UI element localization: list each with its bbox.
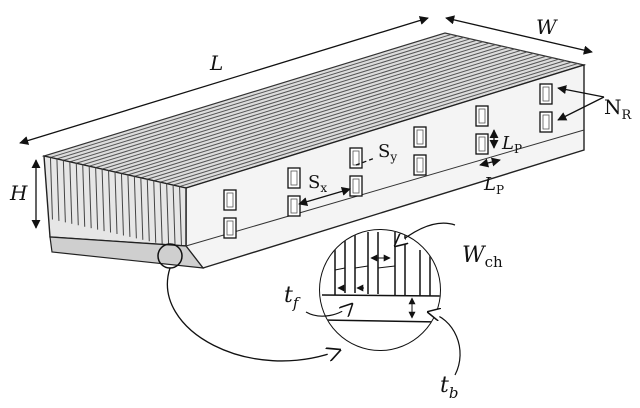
front-fin-edge bbox=[127, 174, 131, 237]
channel-slot-inner bbox=[542, 86, 550, 102]
front-fin-edge bbox=[120, 173, 124, 236]
label-tf-sub: f bbox=[292, 294, 301, 312]
W-arrow bbox=[445, 15, 593, 55]
channel-slot-inner bbox=[542, 114, 550, 130]
front-fin-edge bbox=[153, 180, 157, 243]
front-fin-edge bbox=[179, 186, 183, 249]
tb-pointer bbox=[428, 312, 461, 376]
label-Lp-h-sub: P bbox=[496, 183, 504, 197]
label-Lp-horizontal: LP bbox=[483, 174, 504, 197]
channel-slot-inner bbox=[352, 178, 360, 194]
label-N-main: N bbox=[604, 95, 622, 119]
front-fin-edge bbox=[88, 166, 92, 229]
label-Sx-main: S bbox=[308, 172, 320, 193]
label-N: NR bbox=[604, 95, 633, 123]
channel-slot-inner bbox=[416, 157, 424, 173]
magnified-channels bbox=[320, 230, 440, 350]
label-L: L bbox=[209, 51, 223, 75]
front-fin-edges bbox=[49, 157, 183, 249]
base-plate-edge bbox=[185, 129, 585, 247]
channel-slot-inner bbox=[478, 108, 486, 124]
NR-arrow-1 bbox=[557, 85, 605, 98]
label-Sy-main: S bbox=[378, 141, 390, 162]
front-fin-edge bbox=[114, 171, 118, 235]
front-fin-edge bbox=[82, 164, 86, 227]
label-Lp-v-main: L bbox=[501, 133, 514, 154]
front-fin-edge bbox=[108, 170, 112, 233]
detail-leader-arrow bbox=[167, 267, 340, 362]
label-tb: tb bbox=[440, 373, 458, 402]
L-arrow bbox=[19, 16, 429, 145]
label-H: H bbox=[9, 181, 28, 205]
front-fin-edge bbox=[146, 179, 150, 242]
front-fin-edge bbox=[140, 177, 144, 240]
label-Wch: Wch bbox=[462, 243, 503, 271]
label-Wch-main: W bbox=[462, 243, 487, 268]
label-tb-sub: b bbox=[449, 384, 459, 402]
label-Lp-v-sub: P bbox=[514, 142, 522, 156]
front-fin-edge bbox=[56, 158, 60, 221]
front-fin-edge bbox=[172, 185, 176, 248]
front-fin-edge bbox=[49, 157, 53, 220]
front-fin-edge bbox=[159, 182, 163, 245]
label-Sx: Sx bbox=[308, 172, 327, 195]
tf-pointer bbox=[305, 304, 352, 316]
label-N-sub: R bbox=[622, 108, 633, 123]
channel-slot-inner bbox=[226, 192, 234, 208]
Lp-horizontal-arrow bbox=[479, 157, 501, 168]
label-Sy-sub: y bbox=[389, 150, 397, 164]
label-Sy: Sy bbox=[378, 141, 397, 164]
label-tf: tf bbox=[284, 283, 301, 312]
label-Wch-sub: ch bbox=[485, 253, 503, 271]
Sx-arrow bbox=[298, 186, 351, 207]
front-fin-edge bbox=[133, 176, 137, 239]
front-fin-edge bbox=[62, 160, 66, 223]
label-Sx-sub: x bbox=[320, 181, 327, 195]
label-Lp-vertical: LP bbox=[501, 133, 522, 156]
label-W: W bbox=[536, 15, 558, 39]
label-Lp-h-main: L bbox=[483, 174, 496, 195]
front-fin-edge bbox=[69, 161, 73, 224]
label-tb-main: t bbox=[440, 373, 449, 398]
label-tf-main: t bbox=[284, 283, 293, 308]
front-fin-edge bbox=[75, 163, 79, 226]
labels: L W H NR Sx Sy LP LP Wch tf tb bbox=[9, 15, 633, 402]
front-fin-edge bbox=[166, 183, 170, 246]
front-fin-edge bbox=[95, 167, 99, 230]
channel-slot-inner bbox=[226, 220, 234, 236]
channel-slot-inner bbox=[478, 136, 486, 152]
dimension-arrows bbox=[19, 15, 605, 229]
Sy-dash bbox=[355, 157, 376, 166]
detail-callout bbox=[157, 222, 461, 376]
channel-slot-inner bbox=[290, 198, 298, 214]
wch-pointer bbox=[395, 222, 456, 246]
front-fin-edge bbox=[101, 169, 105, 232]
channel-slot-inner bbox=[290, 170, 298, 186]
NR-arrow-2 bbox=[557, 96, 605, 121]
channel-slots bbox=[223, 83, 553, 239]
